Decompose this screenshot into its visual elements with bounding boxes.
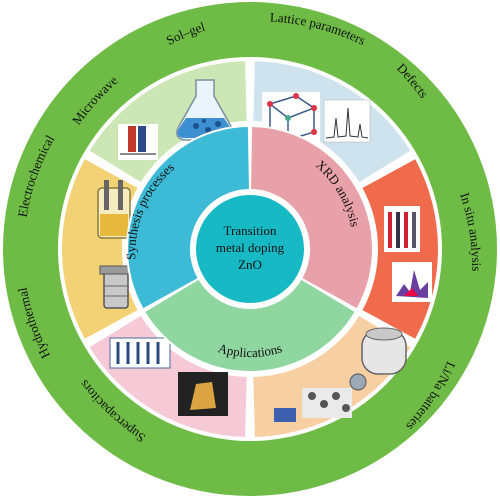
battery-cell-icon xyxy=(349,327,407,391)
xrd-pattern-icon xyxy=(323,99,371,143)
inner-ring xyxy=(128,127,372,371)
applications-label: Applications xyxy=(216,340,283,360)
center-title-line-2: metal doping xyxy=(216,240,285,255)
center-title-line-1: Transition xyxy=(224,223,277,238)
inner-sector-xrd xyxy=(251,127,372,309)
inner-sector-synthesis xyxy=(128,127,249,309)
center-title-line-3: ZnO xyxy=(238,257,262,272)
hydrothermal-autoclave-icon xyxy=(99,265,133,309)
supercapacitor-device-icon xyxy=(178,372,228,416)
center-circle xyxy=(196,195,304,303)
electrochemical-cell-icon xyxy=(97,180,131,239)
electrode-particles-icon xyxy=(274,388,352,422)
in-situ-contour-icon xyxy=(384,206,420,252)
microwave-electrode-icon xyxy=(118,124,158,160)
inner-sector-applications xyxy=(145,279,355,371)
in-situ-3d-plot-icon xyxy=(392,262,432,302)
flask-icon xyxy=(176,79,234,141)
electrode-array-icon xyxy=(109,337,171,369)
